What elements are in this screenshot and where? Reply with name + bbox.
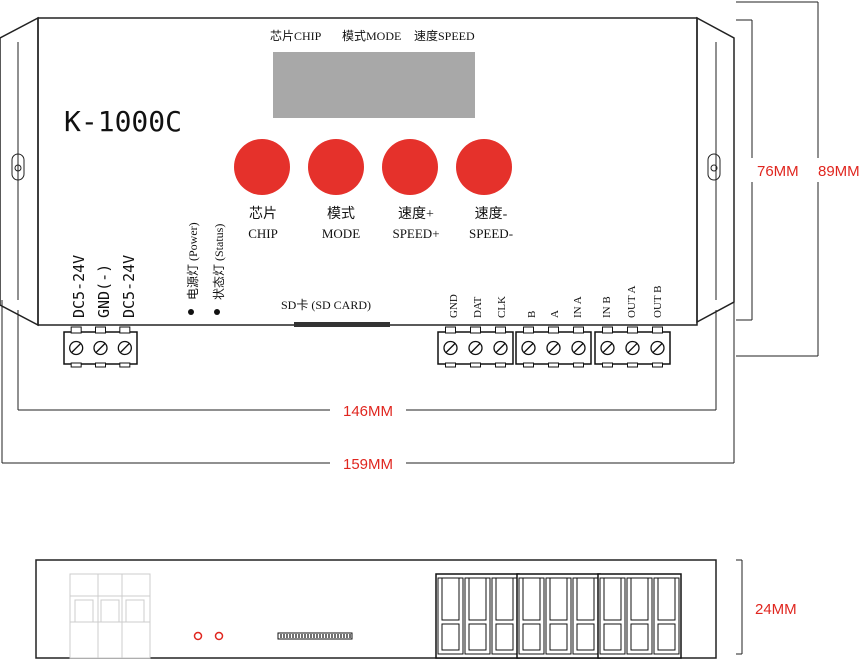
label-chip-top: 芯片CHIP [270,29,322,43]
speed-up-label-en: SPEED+ [392,226,439,241]
status-led-label: 状态灯 (Status) [212,224,226,300]
speed-down-label-cn: 速度- [475,206,508,222]
side-connector-block-2 [516,573,601,659]
terminal-label-gnd: GND(-) [95,264,113,318]
chip-button[interactable] [234,139,290,195]
dimension-24mm: 24MM [755,601,797,618]
side-power-led [193,631,203,641]
side-view-body [35,559,717,659]
mode-label-en: MODE [322,226,360,241]
dimension-height [736,1,819,357]
terminal-block-b-a-ina [515,326,592,368]
mounting-slot-left [11,153,25,181]
mounting-slot-right [707,153,721,181]
terminal-block-inb-outa-outb [594,326,671,368]
model-name: K-1000C [64,105,182,138]
mounting-flange-left [0,16,39,327]
side-sd-contacts [280,634,351,638]
dimension-146mm: 146MM [343,403,393,420]
label-a: A [549,310,561,318]
speed-down-button[interactable] [456,139,512,195]
side-connector-block-1 [435,573,520,659]
side-signal-connectors [435,573,682,659]
label-out-b: OUT B [652,286,664,319]
side-sd-slot [277,632,353,640]
label-in-b: IN B [601,296,613,318]
lcd-display [273,52,475,118]
speed-up-button[interactable] [382,139,438,195]
mode-label-cn: 模式 [327,206,355,222]
status-led [214,309,220,315]
power-led-label: 电源灯 (Power) [186,222,200,300]
dimension-depth [736,559,743,655]
dimension-159mm: 159MM [343,456,393,473]
speed-down-label-en: SPEED- [469,226,513,241]
terminal-label-dc-1: DC5-24V [70,255,88,318]
dimension-76mm: 76MM [757,163,799,180]
label-in-a: IN A [572,296,584,318]
label-out-a: OUT A [626,285,638,318]
label-mode-top: 模式MODE [342,29,401,43]
side-power-connector [69,573,151,659]
dimension-89mm: 89MM [818,163,860,180]
dimension-outer-width [1,300,735,464]
terminal-block-gnd-dat-clk [437,326,514,368]
label-speed-top: 速度SPEED [414,28,475,43]
chip-label-en: CHIP [248,226,278,241]
label-gnd: GND [448,294,460,318]
sd-card-label: SD卡 (SD CARD) [281,298,371,312]
power-terminal-block [63,326,138,368]
power-led [188,309,194,315]
label-dat: DAT [472,296,484,318]
sd-card-slot [294,322,390,327]
mode-button[interactable] [308,139,364,195]
side-connector-block-3 [597,573,682,659]
side-status-led [214,631,224,641]
speed-up-label-cn: 速度+ [398,206,434,222]
terminal-label-dc-2: DC5-24V [120,255,138,318]
chip-label-cn: 芯片 [249,206,277,222]
terminal-blocks [63,326,671,368]
label-clk: CLK [496,296,508,318]
dimension-inner-width [17,310,717,411]
label-b: B [526,311,538,318]
